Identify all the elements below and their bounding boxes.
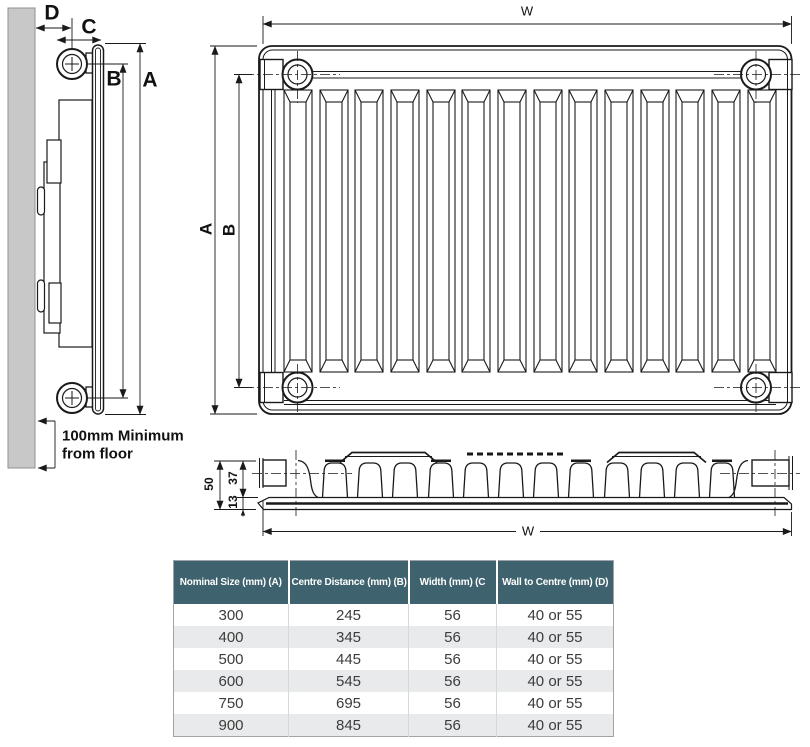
pipe-tapping-left	[252, 450, 352, 516]
valve-top-left	[244, 51, 340, 103]
header-wall-to-centre: Wall to Centre (mm) (D)	[495, 560, 614, 604]
dim-label-b: B	[106, 68, 121, 91]
table-cell: 445	[288, 648, 409, 670]
table-cell: 845	[288, 714, 409, 737]
base-panel	[257, 496, 793, 511]
wall-bracket	[36, 99, 93, 348]
dim-label-50: 50	[202, 477, 216, 491]
technical-drawing: D C B A 100mm Minimum from floor	[7, 2, 802, 539]
dimension-w-front: W	[262, 4, 792, 44]
table-cell: 695	[288, 692, 409, 714]
front-view: W A B	[197, 4, 802, 415]
convector-fins	[297, 452, 749, 499]
header-width: Width (mm) (C	[407, 560, 497, 604]
table-cell: 400	[173, 626, 289, 648]
wall	[7, 7, 36, 469]
top-view: 50 37 13 W	[202, 450, 800, 539]
side-valve-bottom	[56, 382, 88, 414]
table-cell: 40 or 55	[496, 648, 614, 670]
table-cell: 56	[408, 604, 497, 626]
table-cell: 900	[173, 714, 289, 737]
side-valve-top	[56, 48, 88, 80]
table-cell: 500	[173, 648, 289, 670]
dim-label-a-front: A	[197, 223, 216, 235]
table-cell: 56	[408, 692, 497, 714]
table-cell: 40 or 55	[496, 692, 614, 714]
header-nominal-size: Nominal Size (mm) (A)	[173, 560, 289, 604]
table-row: 600 545 56 40 or 55	[173, 670, 614, 692]
radiator-body	[258, 45, 793, 415]
valve-bottom-left	[244, 364, 340, 413]
floor-clearance-note: 100mm Minimum from floor	[37, 417, 184, 472]
dimension-a-front: A	[197, 45, 257, 415]
table-cell: 40 or 55	[496, 626, 614, 648]
fin-caps	[339, 451, 707, 464]
table-cell: 545	[288, 670, 409, 692]
table-row: 400 345 56 40 or 55	[173, 626, 614, 648]
dimension-50: 50	[202, 460, 256, 510]
table-cell: 345	[288, 626, 409, 648]
side-view: D C B A 100mm Minimum from floor	[7, 2, 184, 472]
dim-label-w-top: W	[522, 524, 535, 539]
table-cell: 40 or 55	[496, 670, 614, 692]
pipe-tapping-right	[720, 450, 800, 516]
dimension-w-top: W	[262, 500, 792, 539]
table-cell: 56	[408, 714, 497, 737]
dimension-b-front: B	[220, 74, 252, 388]
dim-label-d: D	[44, 2, 59, 25]
header-centre-distance: Centre Distance (mm) (B)	[287, 560, 409, 604]
table-row: 300 245 56 40 or 55	[173, 604, 614, 626]
table-cell: 245	[288, 604, 409, 626]
dim-label-37: 37	[226, 471, 240, 485]
table-cell: 56	[408, 648, 497, 670]
table-header-row: Nominal Size (mm) (A) Centre Distance (m…	[173, 560, 614, 604]
table-row: 500 445 56 40 or 55	[173, 648, 614, 670]
dim-label-13: 13	[226, 495, 240, 509]
dimension-13: 13	[226, 491, 246, 517]
dim-label-b-front: B	[220, 224, 239, 236]
floor-note-line1: 100mm Minimum	[62, 428, 184, 445]
dimension-a-side: A	[105, 43, 158, 415]
table-cell: 750	[173, 692, 289, 714]
dim-label-c: C	[81, 16, 96, 39]
table-row: 750 695 56 40 or 55	[173, 692, 614, 714]
dimension-c: C	[56, 16, 102, 44]
dim-label-a: A	[142, 69, 157, 92]
table-cell: 56	[408, 670, 497, 692]
table-cell: 40 or 55	[496, 714, 614, 737]
table-cell: 600	[173, 670, 289, 692]
table-cell: 40 or 55	[496, 604, 614, 626]
valve-bottom-right	[714, 364, 802, 413]
table-cell: 300	[173, 604, 289, 626]
dimension-table: Nominal Size (mm) (A) Centre Distance (m…	[173, 560, 614, 737]
valve-top-right	[714, 51, 802, 103]
table-row: 900 845 56 40 or 55	[173, 714, 614, 737]
dimension-b-side: B	[87, 63, 128, 399]
table-cell: 56	[408, 626, 497, 648]
dimension-d: D	[35, 2, 73, 49]
dim-label-w-front: W	[521, 4, 534, 19]
floor-note-line2: from floor	[62, 446, 133, 463]
